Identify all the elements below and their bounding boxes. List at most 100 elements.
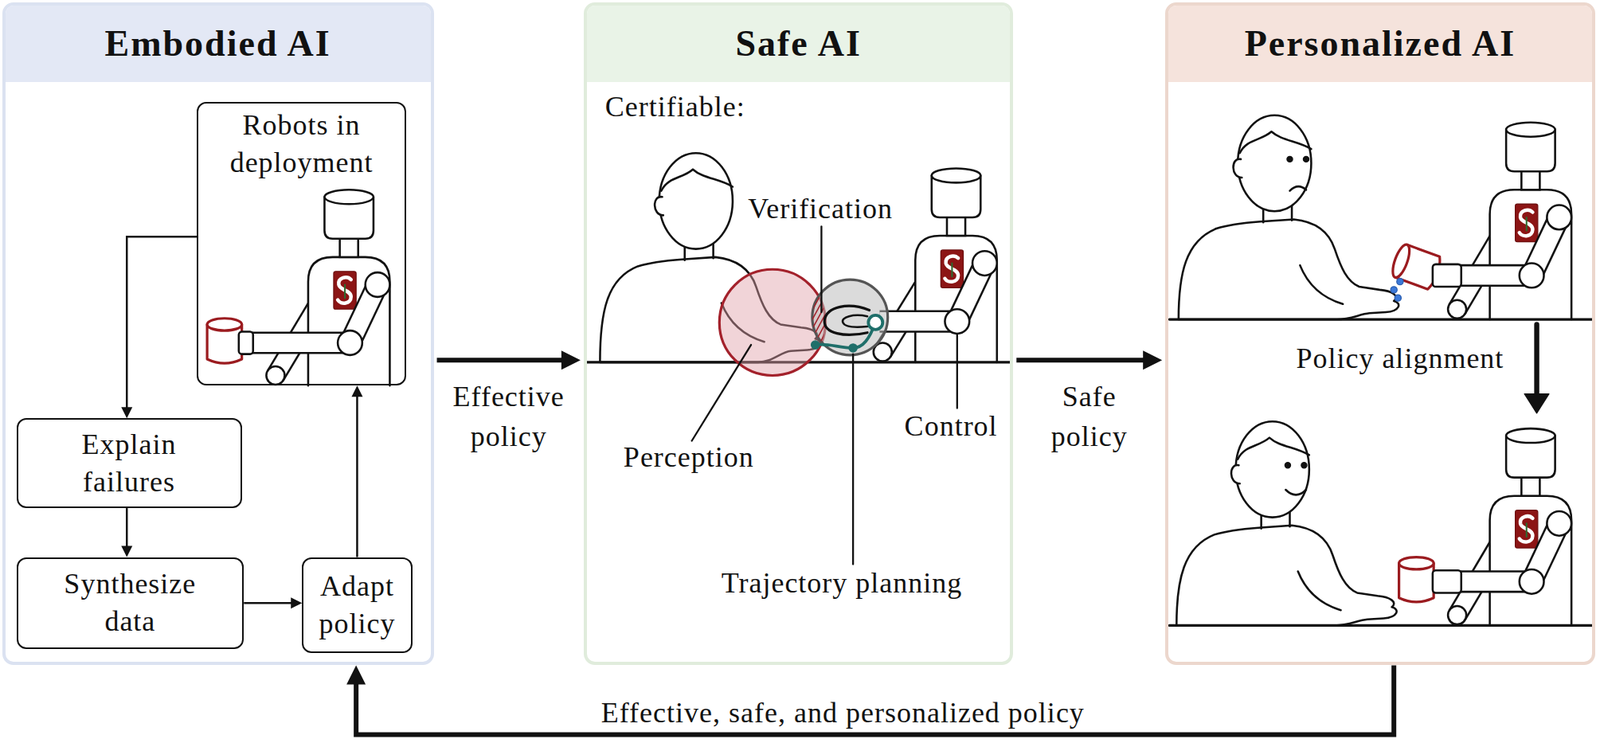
robot-elbow <box>1519 263 1545 289</box>
cup-rim <box>1399 557 1435 570</box>
water-drop <box>1394 294 1401 302</box>
annotation-label: Certifiable: <box>605 89 746 125</box>
annotation-label: Perception <box>623 441 755 476</box>
connector-line <box>355 665 1394 735</box>
connector-line <box>1016 357 1151 363</box>
hatch-line <box>729 265 791 378</box>
arrow-head <box>561 350 581 370</box>
logo-ground <box>1515 203 1538 242</box>
logo-tree <box>1525 217 1528 231</box>
personalized-panel: Personalized AI <box>1165 2 1595 666</box>
trajectory <box>815 322 877 349</box>
verification-hatch <box>693 265 919 378</box>
hatch-line <box>760 265 822 378</box>
person-eye <box>1302 156 1309 162</box>
robot-torso <box>308 257 391 386</box>
gripper-claw <box>842 315 868 328</box>
edge-label: Effective policy <box>445 377 573 457</box>
box-label: Synthesize data <box>58 565 202 641</box>
person-head <box>1237 115 1311 212</box>
person-arm-line <box>1299 265 1343 305</box>
hatch-line <box>765 265 827 378</box>
logo-tree <box>344 284 346 298</box>
hatch-line <box>714 265 776 378</box>
gripper-claw <box>824 305 869 335</box>
robot-forearm-fill <box>250 333 350 353</box>
robot-joint <box>266 366 285 385</box>
hatch-line <box>744 265 806 378</box>
logo-curve <box>1519 516 1534 542</box>
robot-gripper <box>238 331 254 354</box>
cup-rim <box>207 318 243 331</box>
arrow-connector <box>351 385 363 557</box>
hatch-line <box>805 265 868 378</box>
hatch-line <box>841 265 904 378</box>
arrow-connector <box>121 236 197 419</box>
robot-head-top <box>324 189 374 204</box>
connector-line <box>125 508 129 551</box>
hatch-line <box>852 265 914 378</box>
annotation-label: Verification <box>747 191 893 227</box>
hatch-line <box>811 265 873 378</box>
arrow-connector <box>1016 350 1162 370</box>
person-eye <box>1284 462 1291 469</box>
panel-title: Embodied AI <box>5 5 431 83</box>
person-head <box>1236 421 1310 517</box>
cup-rim <box>1389 242 1413 280</box>
connector-line <box>437 357 570 363</box>
logo-ground <box>333 271 356 310</box>
arrow-connector <box>346 665 1394 735</box>
hatch-line <box>750 265 812 378</box>
person-eye <box>1301 462 1307 469</box>
person-ear <box>1233 159 1243 178</box>
verification-overlap <box>693 265 919 378</box>
person-arm-line <box>1298 571 1342 611</box>
hatch-line <box>837 265 899 378</box>
annotation-label: Control <box>904 409 998 444</box>
robot-torso <box>1490 496 1573 626</box>
hatch-line <box>826 265 889 378</box>
person-ear <box>1231 465 1241 484</box>
robot-shoulder <box>1546 205 1572 231</box>
hatch-line <box>780 265 842 378</box>
connector-line <box>126 236 197 412</box>
robot <box>1447 122 1572 320</box>
hatch-line <box>739 265 802 378</box>
embodied-panel: Embodied AIRobots in deploymentExplain f… <box>2 2 435 666</box>
connector-line <box>243 602 296 605</box>
logo-tree <box>950 263 953 278</box>
hatch-line <box>856 265 919 378</box>
edge-label: Effective, safe, and personalized policy <box>596 696 1090 729</box>
water-drop <box>1396 278 1404 286</box>
person <box>1178 115 1399 320</box>
trajectory-point <box>811 340 820 349</box>
logo-ground <box>940 250 963 288</box>
person-eye <box>1287 156 1293 162</box>
box-label: Explain failures <box>61 426 197 501</box>
hatch-line <box>735 265 797 378</box>
robot-head-top <box>1506 428 1556 443</box>
robot-elbow <box>944 309 970 334</box>
person-hair <box>1237 438 1310 460</box>
robot <box>250 189 390 386</box>
robot-elbow <box>337 330 363 356</box>
person-head <box>659 152 733 249</box>
process-box: Adapt policy <box>301 557 412 654</box>
alignment-arrow <box>1533 324 1539 396</box>
robot-joint <box>1447 606 1467 625</box>
arrow-connector <box>243 597 302 609</box>
hatch-line <box>719 265 781 378</box>
leader-line <box>852 354 854 565</box>
arrow-head <box>121 546 133 558</box>
robot <box>1447 428 1572 626</box>
illustration <box>207 115 1593 626</box>
robot-elbow <box>1519 569 1545 595</box>
leader-line <box>820 226 822 313</box>
stanford-logo <box>940 250 963 288</box>
arrow-head <box>351 385 363 397</box>
hatch-line <box>693 265 756 378</box>
panel-title: Personalized AI <box>1168 5 1592 83</box>
stanford-logo <box>1515 203 1538 242</box>
hatch-line <box>708 265 771 378</box>
table-line <box>1169 317 1592 321</box>
